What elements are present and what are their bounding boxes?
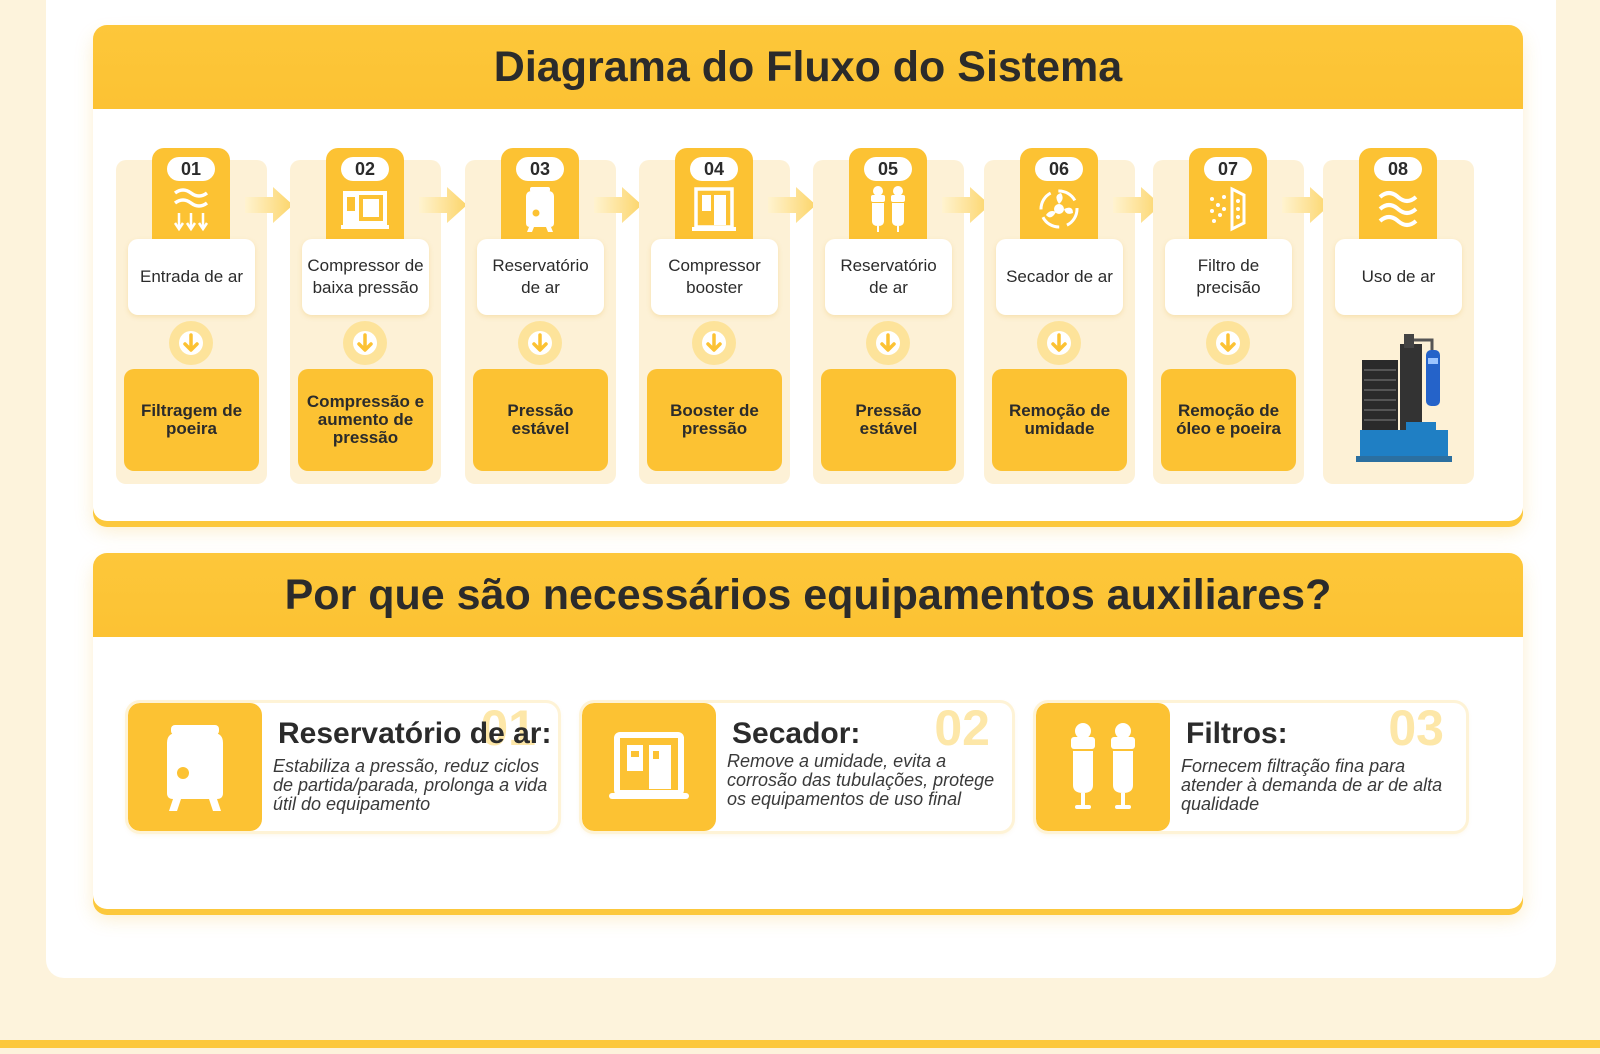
arrow-right-icon [419,185,467,225]
step-tab: 03 [501,148,579,242]
reason-title: Secador: [732,717,861,750]
precision-filter-icon [1210,186,1246,232]
reason-description: Estabiliza a pressão, reduz ciclos de pa… [273,756,548,814]
step-label: Uso de ar [1335,239,1462,315]
step-tab: 07 [1189,148,1267,242]
step-tab: 02 [326,148,404,242]
step-number: 02 [341,157,389,181]
arrow-down-icon [169,321,213,365]
dryer-fan-icon [1039,189,1079,229]
reasons-header: Por que são necessários equipamentos aux… [93,553,1523,637]
reason-title: Filtros: [1186,717,1288,750]
arrow-down-icon [343,321,387,365]
dryer-cabinet-icon [582,703,716,831]
step-label: Compressor de baixa pressão [302,239,429,315]
step-result: Filtragem de poeira [124,369,259,471]
step-result: Pressão estável [473,369,608,471]
reason-number: 03 [1388,703,1444,756]
step-label: Entrada de ar [128,239,255,315]
step-number: 06 [1035,157,1083,181]
arrow-right-icon [1282,185,1330,225]
arrow-down-icon [1037,321,1081,365]
reason-description: Remove a umidade, evita a corrosão das t… [727,751,995,809]
reason-description: Fornecem filtração fina para atender à d… [1181,756,1443,814]
air-waves-icon [1378,191,1418,227]
twin-filter-icon [1036,703,1170,831]
reason-card-filters: 03 Filtros: Fornecem filtração fina para… [1036,703,1466,831]
air-tank-icon [128,703,262,831]
step-tab: 04 [675,148,753,242]
step-label: Reservatório de ar [825,239,952,315]
step-result: Pressão estável [821,369,956,471]
arrow-right-icon [1113,185,1161,225]
arrow-right-icon [942,185,990,225]
air-intake-icon [173,188,209,232]
step-result: Remoção de óleo e poeira [1161,369,1296,471]
reason-number: 02 [934,703,990,756]
step-result: Remoção de umidade [992,369,1127,471]
twin-filter-icon [871,186,905,232]
reasons-section: Por que são necessários equipamentos aux… [93,553,1523,909]
step-label: Secador de ar [996,239,1123,315]
step-result: Compressão e aumento de pressão [298,369,433,471]
reason-card-tank: 01 Reservatório de ar: Estabiliza a pres… [128,703,558,831]
arrow-down-icon [1206,321,1250,365]
booster-cabinet-icon [692,187,736,231]
step-tab: 05 [849,148,927,242]
arrow-right-icon [245,185,293,225]
flow-title: Diagrama do Fluxo do Sistema [493,42,1123,91]
arrow-down-icon [518,321,562,365]
reason-title: Reservatório de ar: [278,717,552,750]
air-tank-icon [526,187,554,232]
arrow-down-icon [692,321,736,365]
step-number: 03 [516,157,564,181]
step-number: 01 [167,157,215,181]
step-result: Booster de pressão [647,369,782,471]
step-number: 07 [1204,157,1252,181]
reasons-title: Por que são necessários equipamentos aux… [284,570,1332,619]
step-tab: 06 [1020,148,1098,242]
arrow-right-icon [594,185,642,225]
step-number: 05 [864,157,912,181]
step-label: Reservatório de ar [477,239,604,315]
step-label: Filtro de precisão [1165,239,1292,315]
arrow-right-icon [768,185,816,225]
step-tab: 08 [1359,148,1437,242]
arrow-down-icon [866,321,910,365]
step-number: 08 [1374,157,1422,181]
step-label: Compressor booster [651,239,778,315]
step-tab: 01 [152,148,230,242]
compressor-machine-image [1356,334,1452,462]
flow-header: Diagrama do Fluxo do Sistema [93,25,1523,109]
step-number: 04 [690,157,738,181]
reason-number: 01 [480,703,536,756]
reason-card-dryer: 02 Secador: Remove a umidade, evita a co… [582,703,1012,831]
bottom-accent-bar [0,1040,1600,1048]
compressor-cabinet-icon [341,191,389,229]
